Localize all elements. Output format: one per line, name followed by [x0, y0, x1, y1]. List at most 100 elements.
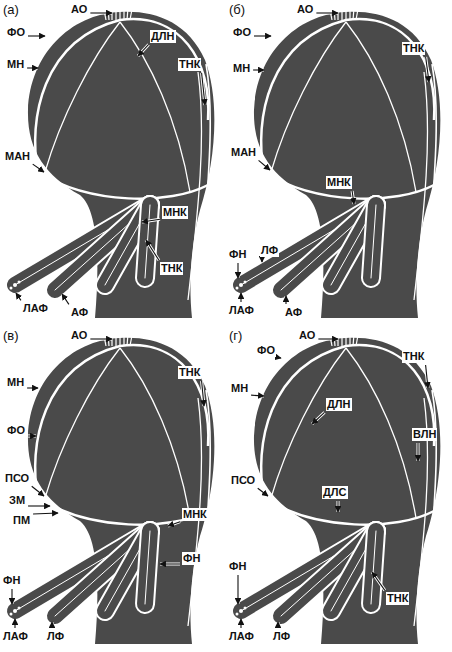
part-label: МН — [6, 58, 25, 71]
part-label: АО — [298, 329, 316, 342]
leader-line — [90, 338, 112, 339]
leader-halo — [28, 35, 45, 38]
part-label: ТНК — [178, 366, 201, 379]
part-label: ЛФ — [46, 630, 65, 643]
leader-halo — [90, 338, 112, 341]
part-label: ЛАФ — [22, 302, 49, 315]
leader-halo — [160, 563, 180, 566]
part-label: ТНК — [386, 592, 409, 605]
leader-halo — [278, 356, 281, 360]
part-label: МН — [6, 376, 25, 389]
leader-halo — [240, 293, 243, 302]
leader-halo — [138, 44, 149, 56]
part-label: МН — [232, 62, 251, 75]
leader-halo — [237, 263, 240, 278]
part-label: АФ — [70, 306, 89, 319]
leader-line — [168, 522, 180, 526]
part-label: АО — [296, 3, 314, 16]
leader-halo — [16, 293, 21, 300]
part-label: ДЛС — [322, 486, 348, 499]
organism-figure — [236, 8, 441, 318]
part-label: ЗМ — [8, 494, 26, 507]
leader-halo — [51, 622, 54, 628]
leader-halo — [90, 12, 112, 15]
leader-line — [146, 240, 159, 260]
leader-line — [312, 412, 325, 424]
leader-halo — [417, 443, 420, 461]
leader-halo — [28, 505, 50, 508]
leader-line — [240, 293, 241, 302]
leader-line — [202, 73, 205, 105]
part-label: АО — [70, 3, 88, 16]
part-label: ФО — [6, 424, 26, 437]
part-label: ЛАФ — [2, 630, 29, 643]
leader-halo — [251, 394, 264, 398]
part-label: ПСО — [230, 474, 256, 487]
organism-figure — [236, 334, 441, 644]
part-label: МАН — [4, 150, 31, 163]
leader-line — [277, 622, 278, 628]
leader-halo — [202, 73, 205, 105]
leader-halo — [259, 160, 270, 170]
leader-halo — [168, 522, 180, 526]
part-label: ФН — [228, 248, 247, 261]
leader-halo — [33, 512, 58, 516]
leader-halo — [372, 572, 385, 590]
leader-line — [11, 589, 12, 604]
part-label: ТНК — [402, 42, 425, 55]
leader-halo — [240, 619, 243, 628]
leader-line — [237, 575, 238, 604]
part-label: ФО — [256, 344, 276, 357]
leader-line — [372, 572, 385, 590]
leader-line — [426, 57, 429, 82]
leader-halo — [32, 486, 44, 496]
leader-halo — [426, 57, 429, 82]
leader-line — [62, 294, 69, 304]
part-label: МНК — [326, 176, 352, 189]
leader-line — [316, 12, 338, 13]
leader-line — [138, 44, 149, 56]
leader-halo — [62, 294, 69, 304]
part-label: ВЛН — [412, 428, 437, 441]
leader-line — [285, 296, 286, 304]
leader-halo — [352, 191, 354, 204]
leader-line — [33, 164, 44, 172]
leader-line — [14, 619, 15, 628]
part-label: ФН — [182, 552, 201, 565]
leader-halo — [14, 619, 17, 628]
leader-halo — [28, 435, 36, 438]
leader-halo — [426, 365, 428, 388]
leader-line — [33, 512, 58, 514]
leader-line — [259, 160, 270, 170]
leader-line — [426, 365, 428, 388]
part-label: ТНК — [402, 350, 425, 363]
part-label: ФН — [2, 574, 21, 587]
leader-line — [337, 501, 338, 512]
part-label: ТНК — [160, 262, 183, 275]
part-label: ПМ — [12, 514, 31, 527]
leader-line — [261, 259, 262, 262]
leader-line — [253, 69, 264, 70]
leader-halo — [261, 259, 264, 262]
leader-line — [16, 293, 21, 300]
leader-line — [28, 35, 45, 36]
leader-line — [240, 619, 241, 628]
leader-halo — [142, 219, 160, 222]
part-label: АО — [70, 329, 88, 342]
leader-line — [32, 486, 44, 496]
leader-halo — [253, 69, 264, 72]
part-label: ДЛН — [326, 398, 352, 411]
leader-halo — [27, 387, 38, 390]
leader-line — [352, 191, 354, 204]
leader-line — [417, 443, 418, 461]
part-label: МНК — [162, 206, 188, 219]
leader-line — [28, 435, 36, 436]
organism-figure — [10, 8, 215, 318]
leader-halo — [312, 412, 325, 424]
leader-halo — [11, 589, 14, 604]
part-label: ПСО — [4, 472, 30, 485]
part-label: АФ — [284, 306, 303, 319]
leader-halo — [237, 575, 240, 604]
